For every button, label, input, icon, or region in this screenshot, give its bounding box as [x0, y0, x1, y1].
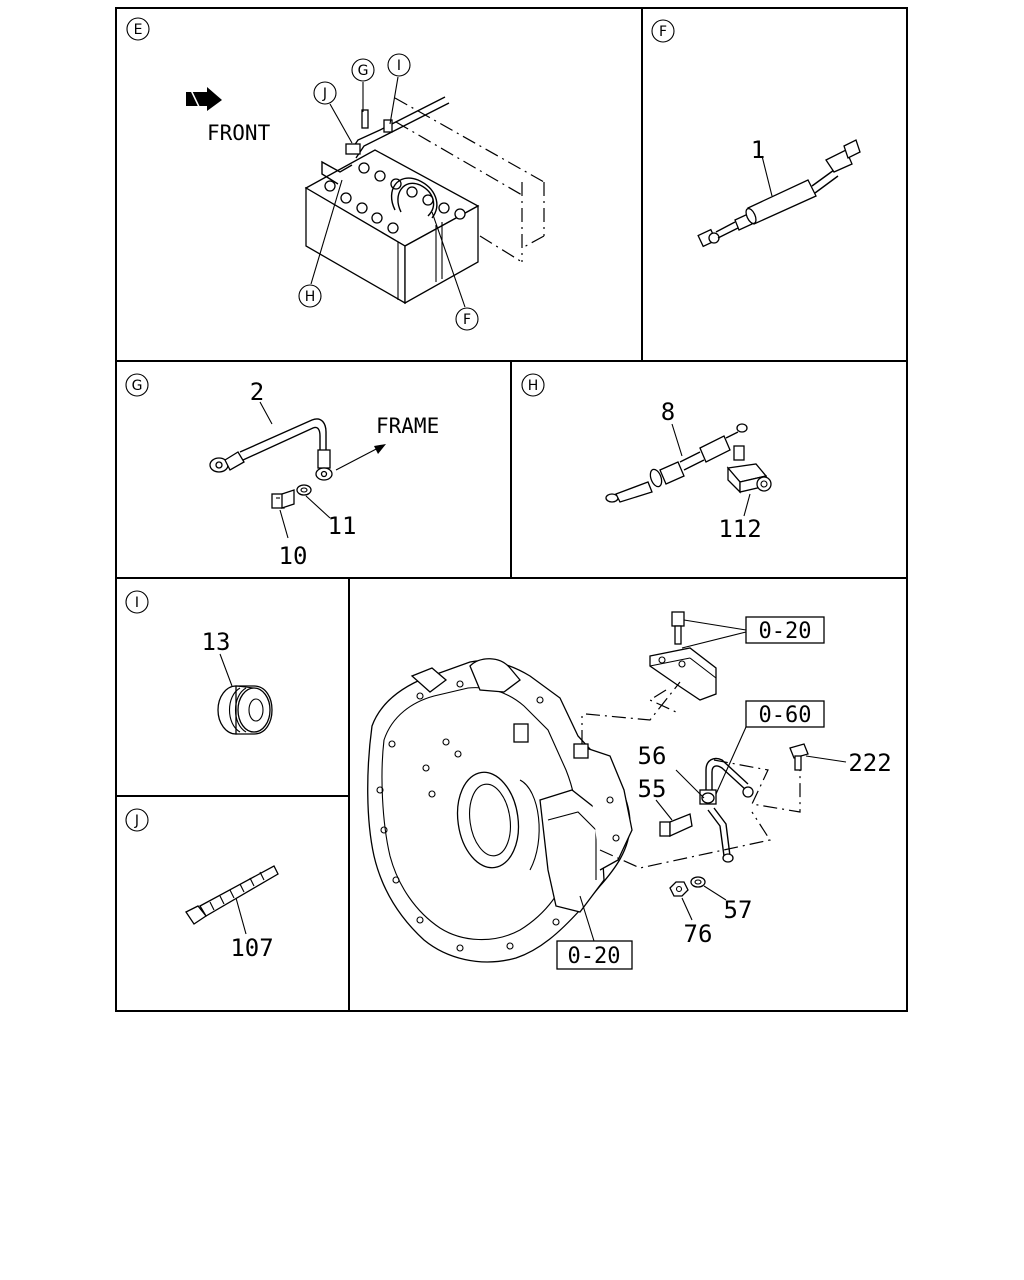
part-label-10: 10: [279, 542, 308, 570]
leader-57: [703, 885, 727, 901]
panel-letter-g-text: G: [132, 378, 143, 394]
torque-box-bottom-text: 0-20: [568, 944, 621, 969]
washer-icon: [296, 484, 312, 496]
terminal-112-icon: [726, 445, 772, 494]
panel-letter-e: E: [126, 17, 150, 41]
panel-letter-g: G: [125, 373, 149, 397]
callout-g: G: [351, 58, 375, 112]
leader-13: [219, 653, 233, 687]
panel-h-cable: 8 112: [605, 398, 772, 543]
callout-j: J: [313, 81, 353, 144]
panel-letter-f: F: [651, 19, 675, 43]
connection-lines: [581, 681, 801, 869]
part-label-76: 76: [684, 920, 713, 948]
part-label-1: 1: [751, 136, 765, 164]
panel-letter-i: I: [125, 590, 149, 614]
callout-i: I: [387, 53, 411, 125]
callout-i-text: I: [397, 58, 401, 74]
part-label-2: 2: [250, 378, 264, 406]
panel-g-ground-cable: FRAME 2 11 10: [209, 378, 439, 570]
bolt-icon: [271, 489, 295, 509]
transmission-housing-icon: [367, 658, 633, 963]
torque-box-mid-text: 0-60: [759, 703, 812, 728]
leader-55: [655, 799, 673, 821]
ground-cable-icon: [209, 418, 333, 481]
part-label-11: 11: [328, 512, 357, 540]
panel-f-cable: 1: [697, 136, 861, 248]
panel-letter-e-text: E: [134, 22, 143, 38]
cable-tie-icon: [185, 865, 279, 925]
leader-56: [675, 769, 705, 799]
panel-e-battery-illustration: FRONT: [186, 53, 545, 331]
torque-box-top-text: 0-20: [759, 619, 812, 644]
frame-rail: [394, 97, 545, 263]
callout-g-text: G: [358, 63, 369, 79]
outer-border: [115, 7, 908, 1012]
bracket-icon: [649, 611, 717, 701]
panel-letter-j-text: J: [134, 813, 139, 829]
bolt-55-icon: [659, 813, 693, 838]
panel-letter-h: H: [521, 373, 545, 397]
panel-j-cable-tie: 107: [185, 865, 279, 962]
callout-h-text: H: [305, 289, 316, 305]
front-arrow-icon: [186, 85, 222, 114]
battery-icon: [304, 96, 480, 305]
part-label-56: 56: [638, 742, 667, 770]
torque-box-mid: 0-60: [715, 700, 825, 795]
leader-1: [761, 155, 773, 197]
callout-f-text: F: [463, 312, 471, 328]
callout-j-text: J: [322, 86, 327, 102]
torque-box-top: 0-20: [681, 616, 825, 649]
bolt-222-icon: [789, 743, 809, 771]
leader-8: [671, 423, 683, 457]
torque-box-bottom: 0-20: [556, 895, 633, 970]
grommet-icon: [217, 685, 273, 735]
panel-letter-j: J: [125, 808, 149, 832]
panel-i-grommet: 13: [202, 628, 273, 735]
front-label: FRONT: [207, 121, 271, 145]
part-label-222: 222: [848, 749, 891, 777]
leader-76: [681, 897, 693, 921]
panel-letter-i-text: I: [135, 595, 139, 611]
part-label-13: 13: [202, 628, 231, 656]
leader-10: [279, 509, 289, 539]
panel-letter-h-text: H: [528, 378, 539, 394]
part-label-8: 8: [661, 398, 675, 426]
battery-cable-icon: [697, 139, 861, 248]
callout-h: H: [298, 179, 343, 308]
leader-2: [259, 401, 273, 425]
leader-11: [305, 495, 331, 519]
nut-76-icon: [669, 881, 689, 897]
leader-222: [805, 755, 847, 763]
frame-label: FRAME: [376, 414, 439, 438]
panel-k-transmission: 0-20 0-60 0-20 56 55 222 57 76: [367, 611, 892, 970]
part-label-112: 112: [718, 515, 761, 543]
panel-letter-f-text: F: [659, 24, 667, 40]
ground-strap-icon: [699, 757, 754, 863]
panel-borders: [115, 7, 908, 1012]
part-label-107: 107: [230, 934, 273, 962]
part-label-55: 55: [638, 775, 667, 803]
part-label-57: 57: [724, 896, 753, 924]
washer-57-icon: [690, 876, 706, 888]
leader-112: [743, 493, 751, 517]
frame-arrow-icon: [335, 444, 386, 471]
cable-8-icon: [605, 423, 748, 503]
callout-f: F: [431, 211, 479, 331]
leader-107: [235, 897, 247, 935]
